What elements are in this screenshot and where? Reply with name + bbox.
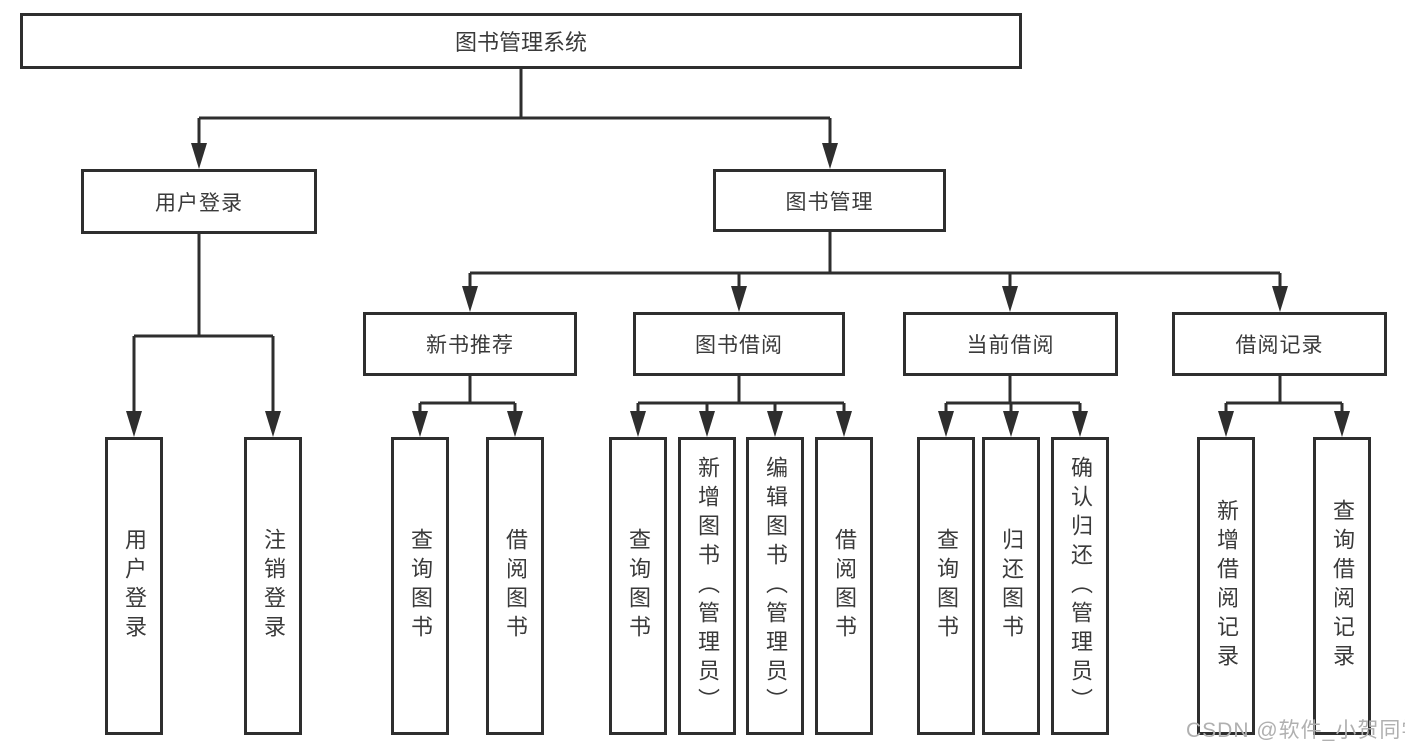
connector-borrow-record-to-leaves <box>1218 376 1350 437</box>
node-root-system: 图书管理系统 <box>20 13 1022 69</box>
node-book-borrow: 图书借阅 <box>633 312 845 376</box>
connector-current-borrow-to-leaves <box>938 376 1088 437</box>
leaf-borrow-book-1: 借阅图书 <box>486 437 544 735</box>
connector-root-to-level2 <box>191 69 838 169</box>
leaf-query-borrow-record: 查询借阅记录 <box>1313 437 1371 735</box>
leaf-return-book: 归还图书 <box>982 437 1040 735</box>
connector-book-borrow-to-leaves <box>630 376 852 437</box>
leaf-logout: 注销登录 <box>244 437 302 735</box>
node-book-management: 图书管理 <box>713 169 946 232</box>
leaf-add-borrow-record: 新增借阅记录 <box>1197 437 1255 735</box>
node-borrow-record: 借阅记录 <box>1172 312 1387 376</box>
node-new-book-recommend: 新书推荐 <box>363 312 577 376</box>
connector-book-mgmt-to-level3 <box>462 232 1288 312</box>
node-current-borrow: 当前借阅 <box>903 312 1118 376</box>
leaf-user-login: 用户登录 <box>105 437 163 735</box>
leaf-borrow-book-2: 借阅图书 <box>815 437 873 735</box>
node-user-login: 用户登录 <box>81 169 317 234</box>
leaf-add-book-admin: 新增图书（管理员） <box>678 437 736 735</box>
leaf-edit-book-admin: 编辑图书（管理员） <box>746 437 804 735</box>
leaf-query-book-3: 查询图书 <box>917 437 975 735</box>
connector-new-book-to-leaves <box>412 376 523 437</box>
leaf-query-book-1: 查询图书 <box>391 437 449 735</box>
csdn-watermark: CSDN @软件_小贺同学 <box>1186 719 1405 742</box>
leaf-query-book-2: 查询图书 <box>609 437 667 735</box>
connector-user-login-to-leaves <box>126 234 281 437</box>
leaf-confirm-return-admin: 确认归还（管理员） <box>1051 437 1109 735</box>
